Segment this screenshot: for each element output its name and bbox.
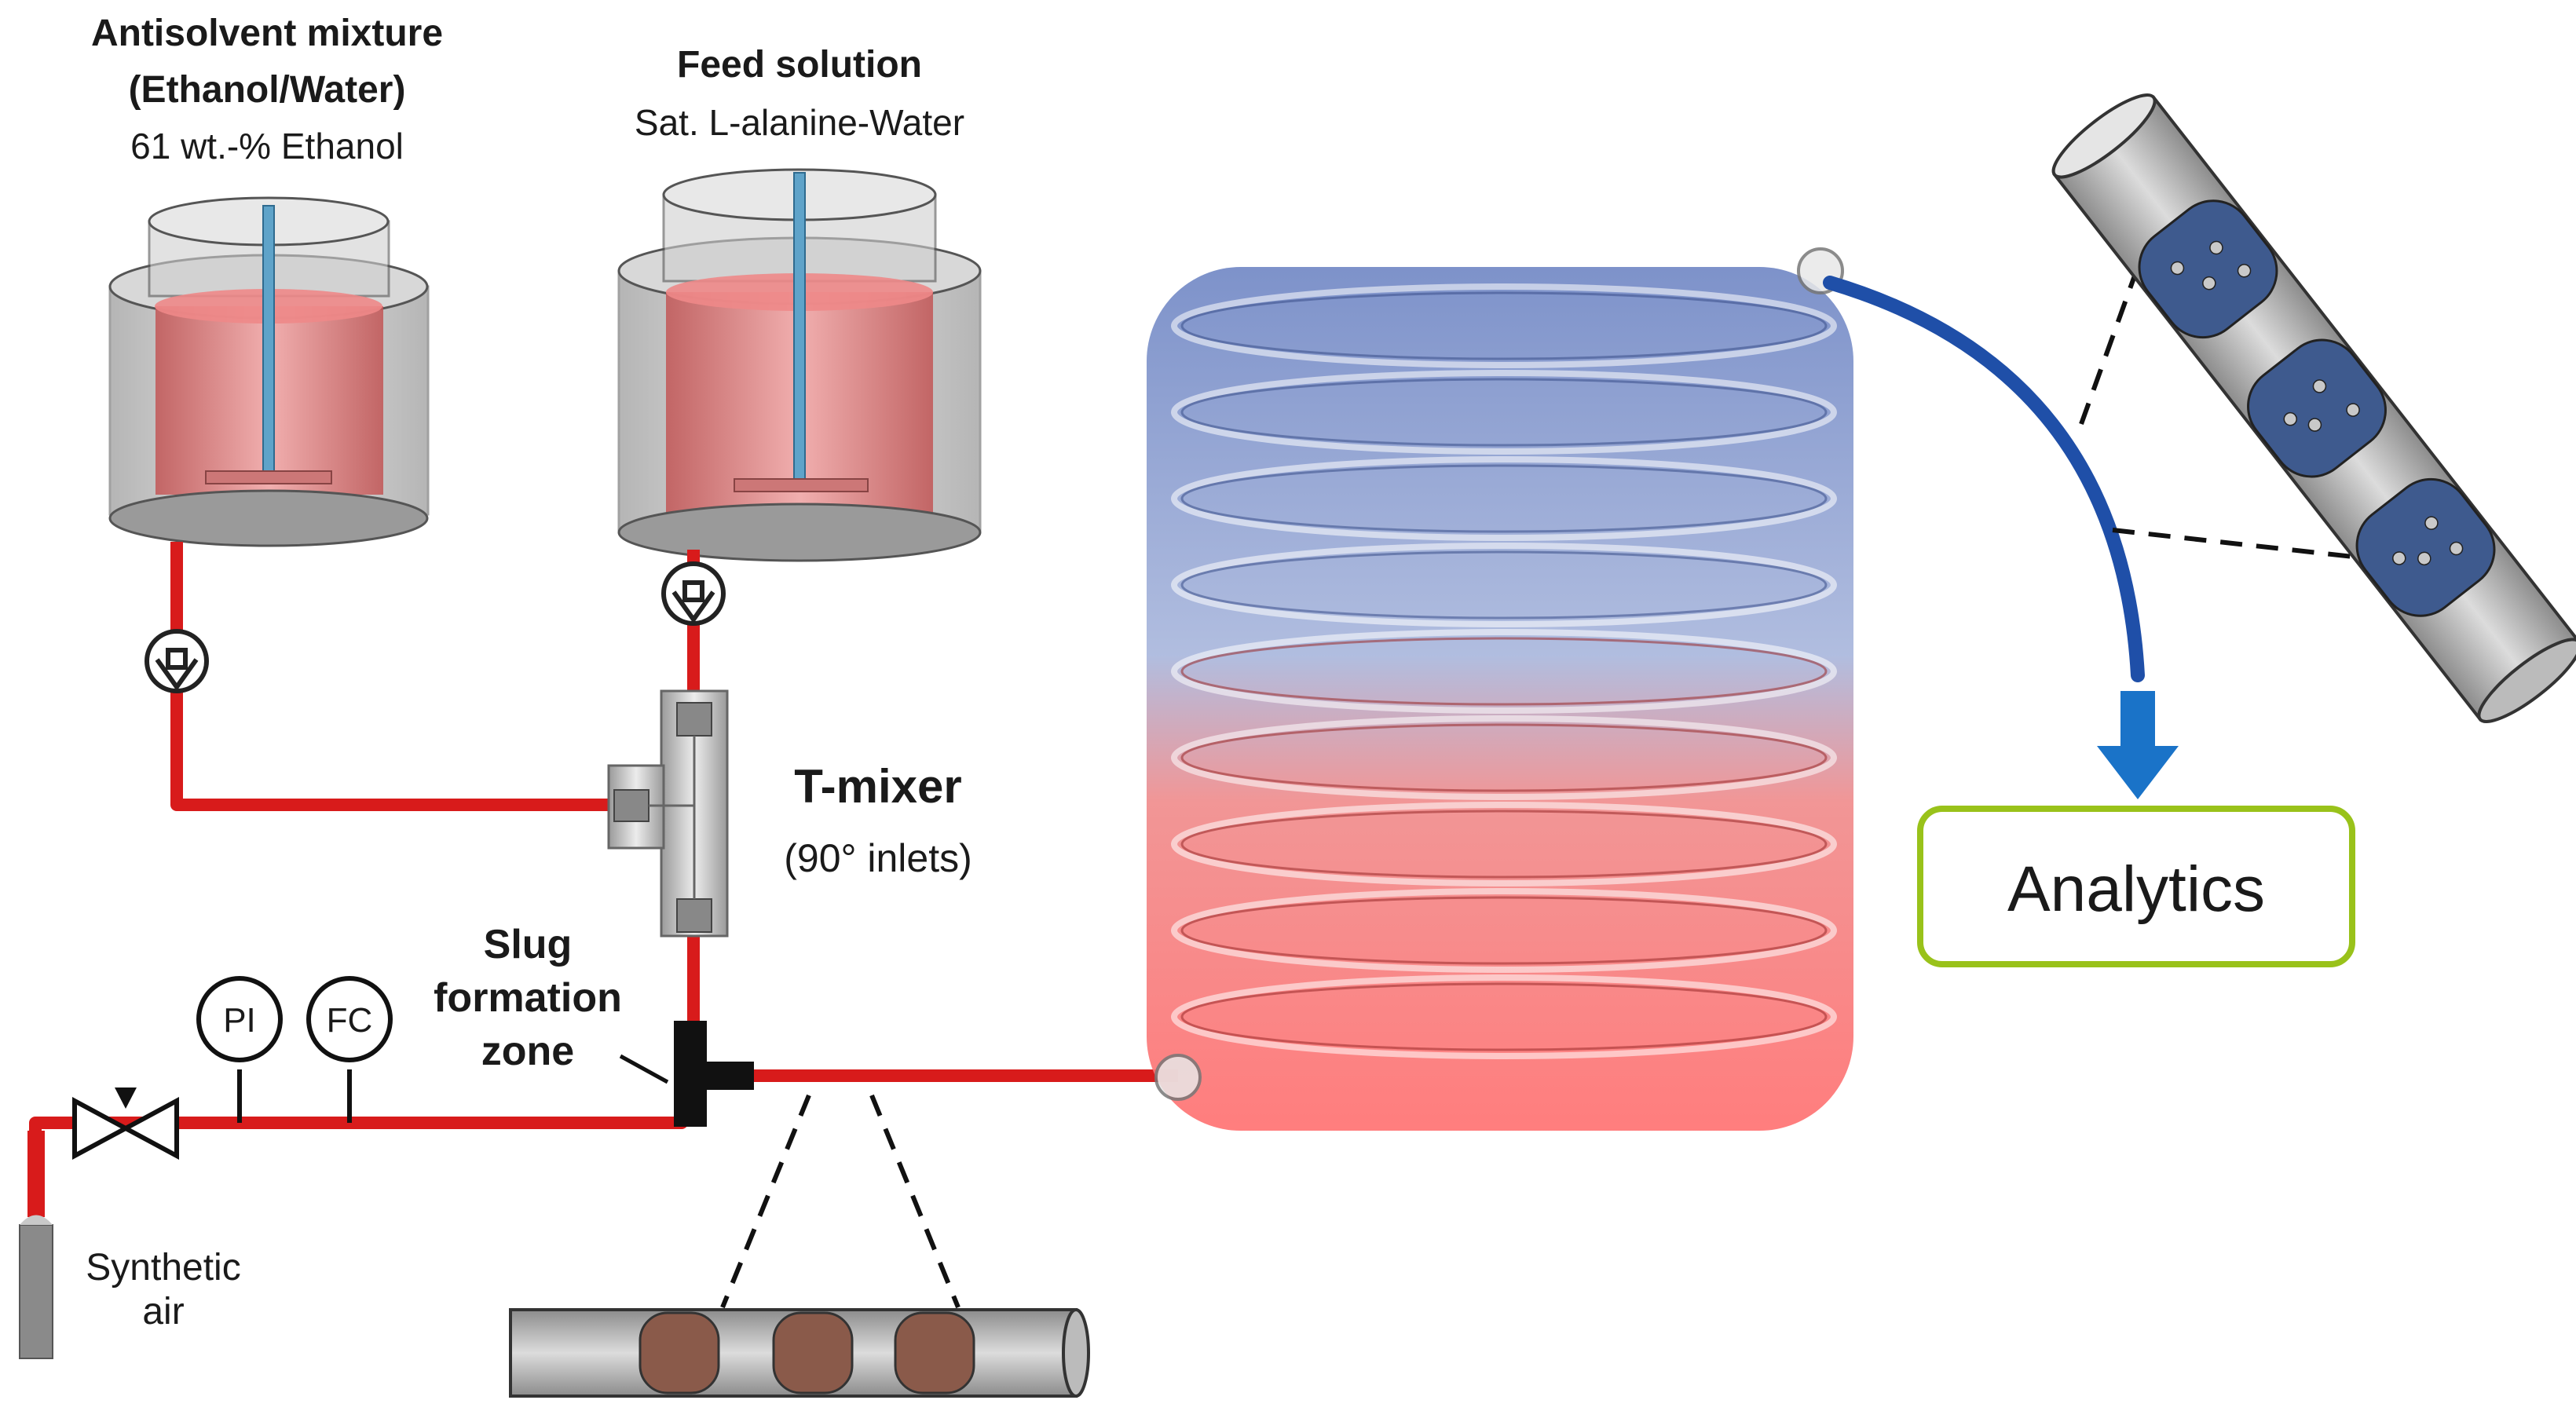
synthetic-label-2: air (142, 1291, 184, 1332)
pi-indicator (196, 976, 283, 1123)
slug-label-1: Slug (484, 922, 573, 967)
analytics-label: Analytics (2007, 854, 2265, 925)
antisolvent-title-1: Antisolvent mixture (91, 13, 443, 54)
slug-junction (674, 1021, 754, 1127)
air-line-down (27, 1131, 45, 1217)
slug-label-3: zone (481, 1029, 574, 1074)
slug-tube-bottom (509, 1308, 1090, 1398)
t-mixer (607, 689, 729, 938)
tmixer-sub: (90° inlets) (784, 836, 972, 880)
tmixer-title: T-mixer (794, 760, 961, 813)
antisolvent-title-2: (Ethanol/Water) (129, 69, 406, 111)
fc-controller (306, 976, 393, 1123)
gas-cylinder-icon (19, 1215, 53, 1359)
feed-title: Feed solution (677, 44, 922, 86)
slug-pointer (619, 1054, 669, 1084)
pi-label: PI (223, 1001, 256, 1040)
slug-tube-right (2051, 93, 2576, 723)
valve-icon (72, 1087, 179, 1161)
slug-label-2: formation (434, 975, 622, 1021)
pump-antisolvent-icon (145, 629, 209, 693)
down-arrow-icon (2097, 691, 2179, 799)
outlet-zoom-lines (2079, 226, 2396, 564)
fc-label: FC (327, 1001, 373, 1040)
outlet-tube (1823, 276, 2145, 682)
analytics-box (1917, 806, 2355, 967)
slug-zoom-lines (720, 1094, 961, 1309)
coil-reactor (1147, 247, 1853, 1131)
feed-vessel (617, 168, 982, 562)
feed-tubing (29, 542, 1178, 1142)
pump-feed-icon (661, 561, 726, 626)
antisolvent-sub: 61 wt.-% Ethanol (130, 126, 404, 166)
feed-sub: Sat. L-alanine-Water (635, 102, 964, 143)
antisolvent-vessel (108, 196, 430, 547)
synthetic-label-1: Synthetic (86, 1247, 240, 1289)
